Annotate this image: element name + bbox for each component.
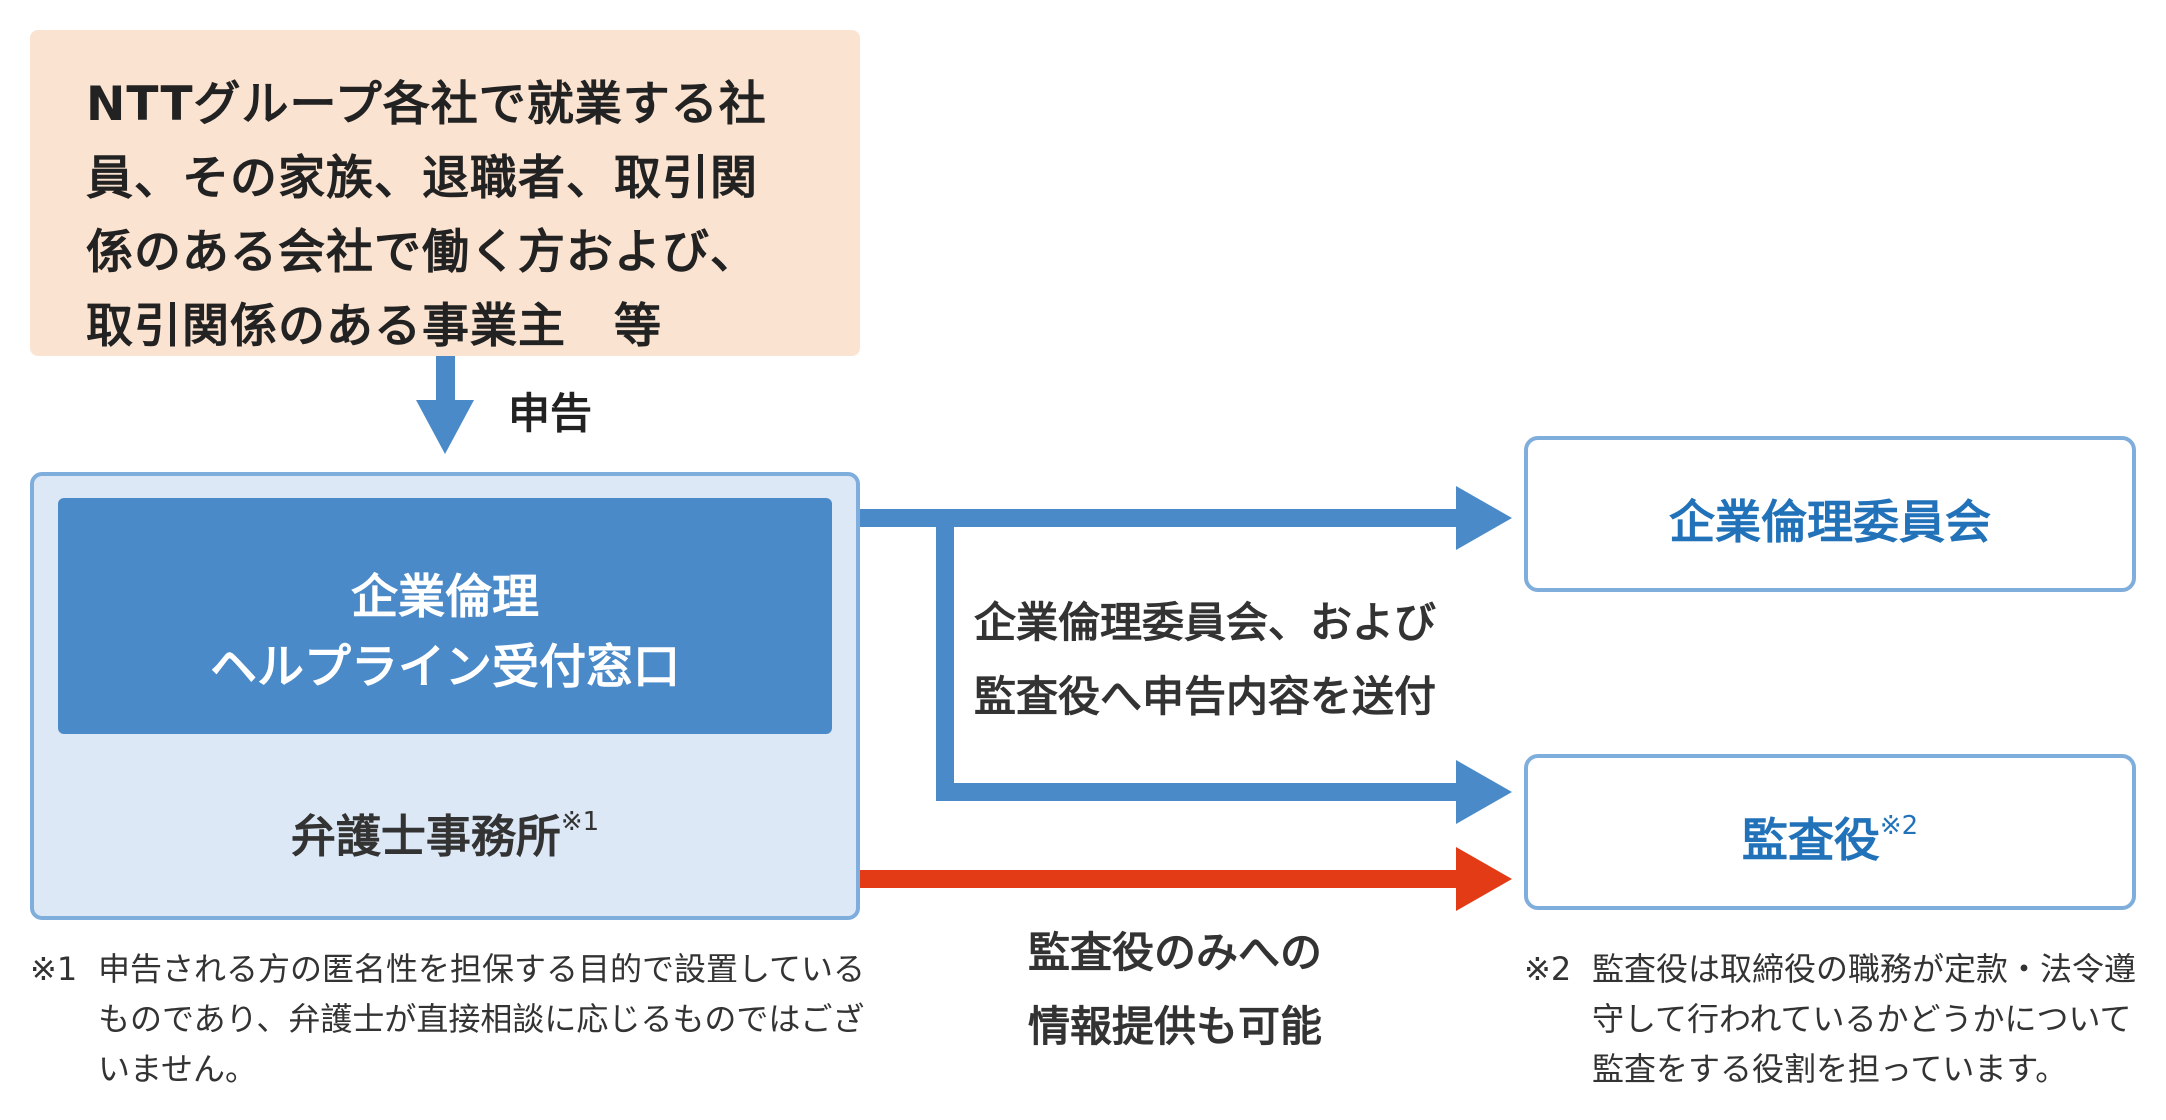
auditor-only-description: 監査役のみへの 情報提供も可能 bbox=[1028, 916, 1322, 1064]
arrow-right-red-icon bbox=[1456, 847, 1512, 911]
auditor-box: 監査役※2 bbox=[1524, 754, 2136, 910]
connector-line-red bbox=[860, 870, 1470, 888]
arrow-down-head-icon bbox=[416, 400, 474, 454]
law-office-label: 弁護士事務所※1 bbox=[30, 800, 860, 865]
footnote-1-mark: ※1 bbox=[30, 950, 78, 988]
reporter-box: NTTグループ各社で就業する社 員、その家族、退職者、取引関 係のある会社で働く… bbox=[30, 30, 860, 356]
helpline-title-box: 企業倫理 ヘルプライン受付窓口 bbox=[58, 498, 832, 734]
reporter-line: 取引関係のある事業主 等 bbox=[86, 299, 662, 354]
footnote-1-line: 申告される方の匿名性を担保する目的で設置している bbox=[98, 950, 866, 988]
footnote-2-mark: ※2 bbox=[1524, 950, 1572, 988]
auditor-only-line1: 監査役のみへの bbox=[1028, 928, 1323, 977]
footnote-2-line: 監査役は取締役の職務が定款・法令遵 bbox=[1592, 950, 2137, 988]
reporter-line: 係のある会社で働く方および、 bbox=[86, 225, 758, 280]
connector-line-branch bbox=[936, 509, 954, 801]
send-description-line1: 企業倫理委員会、および bbox=[974, 598, 1437, 647]
helpline-title-line2: ヘルプライン受付窓口 bbox=[210, 640, 680, 695]
ethics-committee-box: 企業倫理委員会 bbox=[1524, 436, 2136, 592]
send-description-line2: 監査役へ申告内容を送付 bbox=[974, 672, 1437, 721]
arrow-right-icon bbox=[1456, 486, 1512, 550]
footnote-1-line: いません。 bbox=[98, 1050, 258, 1088]
footnote-2-line: 守して行われているかどうかについて bbox=[1592, 1000, 2132, 1038]
law-office-note-mark: ※1 bbox=[560, 807, 600, 837]
reporter-line: NTTグループ各社で就業する社 bbox=[86, 77, 767, 132]
report-label: 申告 bbox=[508, 389, 593, 438]
reporter-line: 員、その家族、退職者、取引関 bbox=[86, 151, 758, 206]
connector-line-bottom bbox=[936, 783, 1470, 801]
arrow-right-icon bbox=[1456, 760, 1512, 824]
auditor-note-mark: ※2 bbox=[1879, 810, 1919, 841]
auditor-label: 監査役※2 bbox=[1528, 804, 2132, 870]
footnote-2: ※2 監査役は取締役の職務が定款・法令遵 守して行われているかどうかについて 監査… bbox=[1524, 944, 2136, 1094]
arrow-down-icon bbox=[436, 356, 455, 402]
footnote-1-line: ものであり、弁護士が直接相談に応じるものではござ bbox=[98, 1000, 865, 1038]
footnote-1: ※1 申告される方の匿名性を担保する目的で設置している ものであり、弁護士が直接相… bbox=[30, 944, 865, 1094]
send-description: 企業倫理委員会、および 監査役へ申告内容を送付 bbox=[974, 586, 1436, 734]
footnote-2-line: 監査をする役割を担っています。 bbox=[1592, 1050, 2068, 1088]
law-office-text: 弁護士事務所 bbox=[290, 810, 561, 863]
auditor-label-text: 監査役 bbox=[1741, 813, 1880, 867]
ethics-committee-label: 企業倫理委員会 bbox=[1669, 495, 1991, 549]
connector-line-top bbox=[860, 509, 1470, 527]
auditor-only-line2: 情報提供も可能 bbox=[1028, 1002, 1323, 1051]
helpline-title-line1: 企業倫理 bbox=[351, 570, 539, 625]
